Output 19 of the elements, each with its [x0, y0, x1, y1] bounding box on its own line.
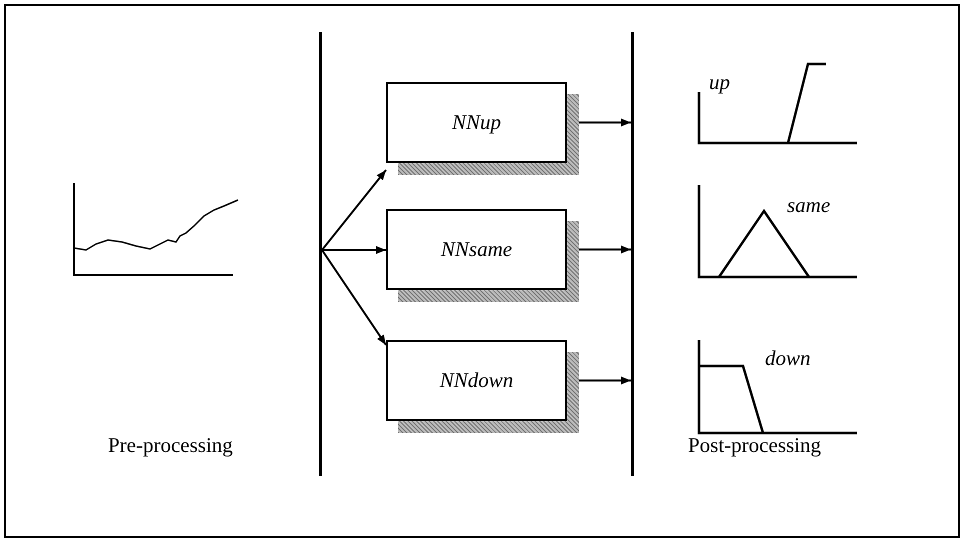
arrow [579, 118, 631, 126]
box-label: NNdown [440, 368, 514, 393]
section-label: Post-processing [688, 433, 821, 458]
network-box [386, 340, 579, 433]
curve-label: down [765, 346, 811, 371]
arrow [321, 249, 387, 346]
curve-label: up [709, 70, 730, 95]
box-label: NNup [452, 110, 501, 135]
arrow [321, 169, 387, 251]
section-label: Pre-processing [108, 433, 233, 458]
box-label: NNsame [440, 237, 512, 262]
arrow [322, 246, 386, 254]
curve-label: same [787, 193, 830, 218]
network-box [386, 209, 579, 302]
arrow [579, 376, 631, 384]
arrow [579, 246, 631, 254]
divider-bar [319, 32, 322, 476]
network-box [386, 82, 579, 175]
divider-bar [631, 32, 634, 476]
